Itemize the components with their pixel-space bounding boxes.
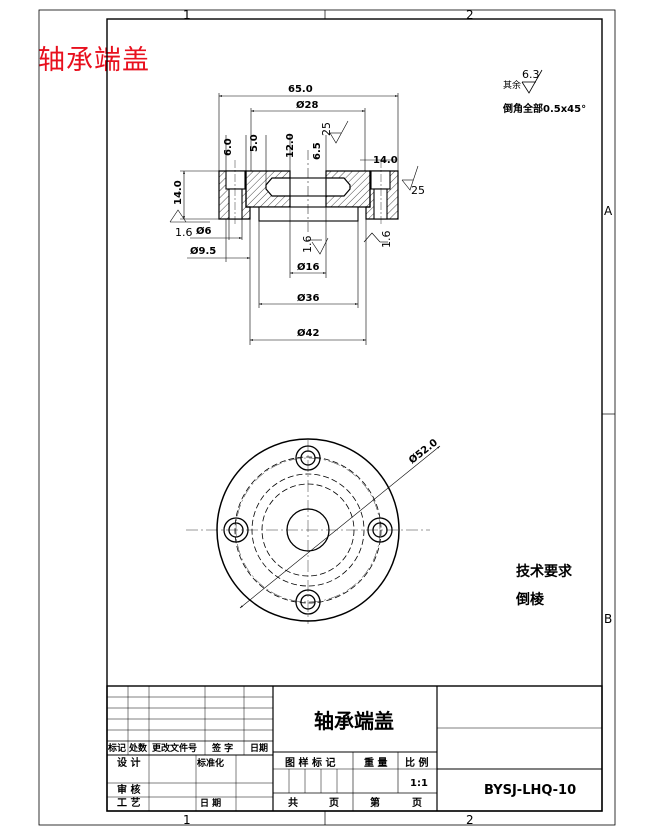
dim-6: 6.0 <box>223 138 234 156</box>
tb-review: 审 核 <box>117 783 140 796</box>
tb-sheet-unit-2: 页 <box>412 797 422 809</box>
plan-view <box>186 438 441 624</box>
dim-5: 5.0 <box>249 134 260 152</box>
tb-design: 设 计 <box>117 756 140 769</box>
dim-d42: Ø42 <box>297 327 319 339</box>
tech-req-title: 技术要求 <box>516 563 573 580</box>
tb-total: 共 <box>288 796 298 809</box>
dim-d9-5: Ø9.5 <box>190 245 216 257</box>
dim-d52: Ø52.0 <box>406 436 440 466</box>
chamfer-note: 倒角全部0.5x45° <box>502 102 586 115</box>
roughness-rest-label: 其余 <box>503 79 521 91</box>
zone-right-b: B <box>604 612 612 626</box>
section-dimension-lines <box>169 93 419 345</box>
roughness-general-symbol <box>521 69 543 94</box>
dim-d36: Ø36 <box>297 292 319 304</box>
roughness-mid-value: 1.6 <box>301 236 314 254</box>
rev-header-doc: 更改文件号 <box>152 742 197 754</box>
zone-top-1: 1 <box>183 8 191 22</box>
tech-req-item: 倒棱 <box>515 591 545 608</box>
tb-date: 日 期 <box>200 797 221 809</box>
rev-header-sign: 签 字 <box>211 742 233 754</box>
tb-sheet-no: 第 <box>370 796 380 809</box>
zone-top-2: 2 <box>466 8 474 22</box>
drawing-header-title: 轴承端盖 <box>38 45 150 76</box>
roughness-left-value: 1.6 <box>175 226 193 239</box>
roughness-rest-value: 6.3 <box>522 68 540 81</box>
tb-scale-label: 比 例 <box>405 756 428 769</box>
tb-scale-value: 1:1 <box>410 778 428 789</box>
dim-14-height: 14.0 <box>173 180 184 205</box>
rev-header-count: 处数 <box>128 742 148 754</box>
dim-14-top: 14.0 <box>373 155 398 166</box>
tb-drawing-number: BYSJ-LHQ-10 <box>484 783 576 798</box>
roughness-right-lower-value: 1.6 <box>380 231 393 249</box>
dim-d28: Ø28 <box>296 99 318 111</box>
dim-65: 65.0 <box>288 84 313 95</box>
title-block <box>106 685 603 812</box>
rev-header-date: 日期 <box>250 742 268 754</box>
dim-6-5: 6.5 <box>312 142 323 160</box>
tb-stage-mark: 图 样 标 记 <box>285 756 335 769</box>
tb-standardize: 标准化 <box>196 757 224 769</box>
tb-weight: 重 量 <box>364 756 387 769</box>
tb-process: 工 艺 <box>117 796 140 809</box>
roughness-top-value: 25 <box>320 122 333 136</box>
zone-bottom-1: 1 <box>183 813 191 827</box>
dim-d6: Ø6 <box>196 225 212 237</box>
roughness-right-value: 25 <box>411 184 425 197</box>
rev-header-mark: 标记 <box>107 742 126 754</box>
dim-12: 12.0 <box>285 133 296 158</box>
dim-d16: Ø16 <box>297 261 319 273</box>
zone-bottom-2: 2 <box>466 813 474 827</box>
zone-right-a: A <box>604 204 613 218</box>
title-block-part-name: 轴承端盖 <box>314 709 394 733</box>
tb-sheet-unit-1: 页 <box>329 797 339 809</box>
